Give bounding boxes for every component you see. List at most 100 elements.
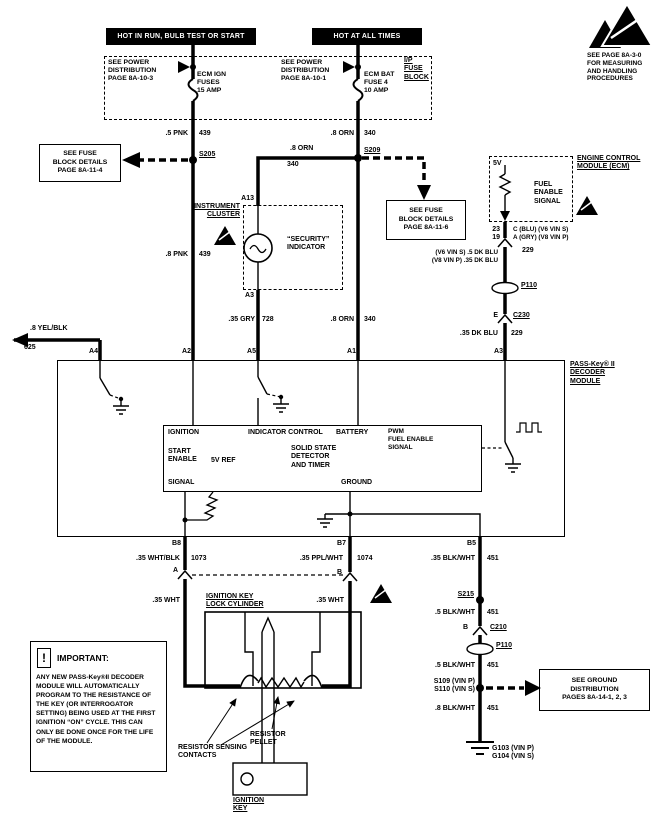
module-ignition-label: IGNITION [168, 429, 200, 436]
module-detector-label: SOLID STATE DETECTOR AND TIMER [291, 445, 337, 469]
wire-8orn-bot-size: .8 ORN [330, 316, 354, 323]
important-body: ANY NEW PASS-Key®II DECODER MODULE WILL … [36, 674, 156, 745]
wire-35gry-circuit: 728 [262, 316, 274, 323]
ecm-fuel-enable-label: FUEL ENABLE SIGNAL [534, 181, 563, 205]
wire-5pnk-size: .5 PNK [165, 130, 188, 137]
ip-fuse-block-label: I/P FUSE BLOCK [404, 57, 429, 81]
ecm-5v-label: 5V [493, 160, 502, 167]
passkey-module-title: PASS-Key® II DECODER MODULE [570, 361, 615, 385]
see-fuse-details-8a-11-4: SEE FUSE BLOCK DETAILS PAGE 8A-11-4 [39, 144, 121, 182]
lock-cylinder-title: IGNITION KEY LOCK CYLINDER [206, 593, 264, 609]
wire-dkblu-top-circuit: 229 [522, 247, 534, 254]
cluster-pin-a3: A3 [245, 292, 254, 299]
security-indicator-bulb-icon [243, 206, 273, 290]
module-battery-label: BATTERY [336, 429, 369, 436]
security-indicator-label: “SECURITY” INDICATOR [287, 236, 330, 252]
callout-pointer-arrows [206, 696, 295, 746]
connector-c230-pin: E [493, 312, 498, 319]
wire-blkwht3-circuit: 451 [487, 662, 499, 669]
connector-c210-label: C210 [490, 624, 507, 631]
wire-yelblk-circuit: 625 [24, 344, 36, 351]
wire-dkblu-bot-circuit: 229 [511, 330, 523, 337]
wire-pplwht-circuit: 1074 [357, 555, 373, 562]
ip-fuse-block-outline [104, 56, 432, 120]
wire-dkblu-bot-size: .35 DK BLU [459, 330, 498, 337]
wire-8orn-top-circuit: 340 [364, 130, 376, 137]
wire-8pnk-size: .8 PNK [165, 251, 188, 258]
module-signal-label: SIGNAL [168, 479, 195, 486]
hot-at-all-times-banner: HOT AT ALL TIMES [312, 28, 422, 45]
module-ground-label: GROUND [341, 479, 373, 486]
ignition-key-label: IGNITION KEY [233, 797, 265, 813]
wire-35gry-size: .35 GRY [228, 316, 255, 323]
wire-35wht-right: .35 WHT [316, 597, 344, 604]
connector-c230-label: C230 [513, 312, 530, 319]
module-pin-a1: A1 [347, 348, 356, 355]
splice-s215-label: S215 [457, 591, 474, 598]
important-note-box [30, 641, 167, 772]
module-pin-b7: B7 [337, 540, 346, 547]
wire-blkwht4-circuit: 451 [487, 705, 499, 712]
see-power-distribution-2: SEE POWER DISTRIBUTION PAGE 8A-10-1 [281, 59, 330, 83]
wire-whtblk-size: .35 WHT/BLK [136, 555, 180, 562]
module-5v-ref-label: 5V REF [211, 457, 236, 464]
instrument-cluster-label: INSTRUMENT CLUSTER [194, 203, 240, 219]
esd-warning-icons [214, 2, 653, 603]
connector-p110-bot-label: P110 [496, 642, 512, 649]
ecm-pin-letters: C (BLU) (V6 VIN S) A (GRY) (V8 VIN P) [513, 226, 569, 241]
wire-8pnk-circuit: 439 [199, 251, 211, 258]
esd-note: SEE PAGE 8A-3-0 FOR MEASURING AND HANDLI… [587, 52, 643, 83]
ecm-bat-fuse-label: ECM BAT FUSE 4 10 AMP [364, 71, 395, 95]
wire-blkwht2-circuit: 451 [487, 609, 499, 616]
wire-8orn-bot-circuit: 340 [364, 316, 376, 323]
module-indicator-control-label: INDICATOR CONTROL [248, 429, 323, 436]
resistor-sensing-contacts-label: RESISTOR SENSING CONTACTS [178, 744, 248, 760]
inline-connector-icons [177, 237, 519, 656]
module-pin-a5: A5 [247, 348, 256, 355]
wire-whtblk-circuit: 1073 [191, 555, 207, 562]
see-fuse-details-8a-11-6: SEE FUSE BLOCK DETAILS PAGE 8A-11-6 [386, 200, 466, 240]
module-pin-b8: B8 [172, 540, 181, 547]
fuse-symbol-icons [187, 78, 364, 102]
ecm-title: ENGINE CONTROL MODULE (ECM) [577, 155, 641, 171]
wire-dkblu-vin-sizes: (V6 VIN S) .5 DK BLU (V8 VIN P) .35 DK B… [431, 249, 498, 264]
hot-in-run-banner: HOT IN RUN, BULB TEST OR START [106, 28, 256, 45]
ground-g103-g104-label: G103 (VIN P) G104 (VIN S) [492, 745, 535, 761]
module-pin-a4: A4 [89, 348, 98, 355]
ground-symbols [113, 403, 521, 755]
cluster-pin-a13: A13 [241, 195, 254, 202]
wire-blkwht1-size: .35 BLK/WHT [431, 555, 475, 562]
wire-pplwht-size: .35 PPL/WHT [299, 555, 343, 562]
splice-s109-s110-label: S109 (VIN P) S110 (VIN S) [433, 678, 475, 694]
passkey-module-outline [57, 360, 565, 537]
wire-8orn-top-size: .8 ORN [330, 130, 354, 137]
splice-s209-label: S209 [364, 147, 381, 154]
module-start-enable-label: START ENABLE [168, 448, 197, 464]
module-pin-b5: B5 [467, 540, 476, 547]
wire-yelblk-size: .8 YEL/BLK [30, 325, 68, 332]
ecm-outline [489, 156, 573, 222]
see-power-distribution-1: SEE POWER DISTRIBUTION PAGE 8A-10-3 [108, 59, 157, 83]
ecm-ign-fuse-label: ECM IGN FUSES 15 AMP [197, 71, 227, 95]
ecm-internal-circuit [498, 165, 512, 221]
wire-blkwht1-circuit: 451 [487, 555, 499, 562]
splice-s205-label: S205 [199, 151, 216, 158]
module-pwm-label: PWM FUEL ENABLE SIGNAL [388, 428, 434, 451]
splice-dots [189, 64, 484, 692]
exclamation-icon: ! [37, 648, 51, 668]
connector-p110-top-label: P110 [521, 282, 537, 289]
connector-pin-b: B [336, 569, 342, 576]
lock-cylinder-graphics [204, 611, 362, 796]
wire-8orn-branch-size: .8 ORN [290, 145, 314, 152]
resistor-pellet-label: RESISTOR PELLET [250, 731, 286, 747]
reference-arrow-icons [12, 61, 541, 696]
wire-blkwht3-size: .5 BLK/WHT [434, 662, 475, 669]
connector-c210-pin: B [462, 624, 468, 631]
wire-blkwht2-size: .5 BLK/WHT [434, 609, 475, 616]
see-ground-distribution: SEE GROUND DISTRIBUTION PAGES 8A-14-1, 2… [539, 669, 650, 711]
wire-8orn-branch-circuit: 340 [287, 161, 299, 168]
module-pin-a3: A3 [494, 348, 503, 355]
module-pin-a2: A2 [182, 348, 191, 355]
ecm-pin-numbers: 23 19 [492, 226, 500, 242]
wire-blkwht4-size: .8 BLK/WHT [434, 705, 475, 712]
